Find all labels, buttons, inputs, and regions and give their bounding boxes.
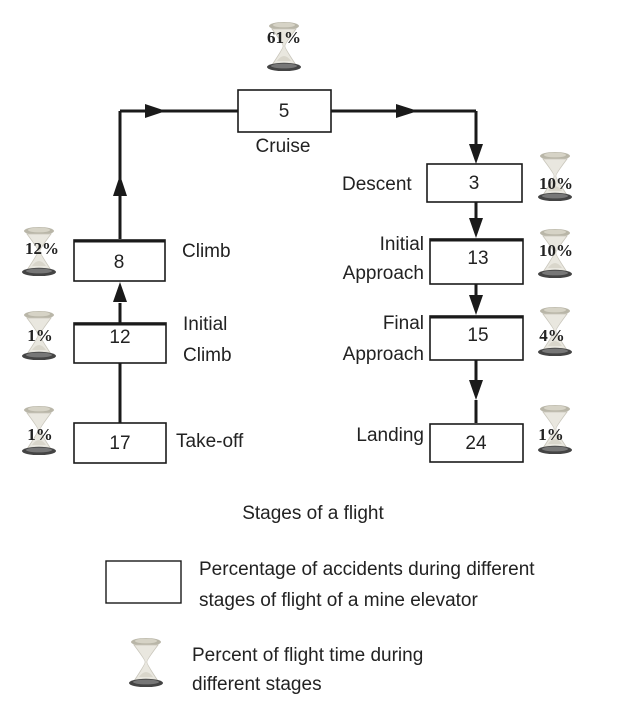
stage-label-takeoff: Take-off: [176, 431, 244, 452]
stage-box-landing: [429, 423, 524, 463]
stage-label-cruise: Cruise: [256, 136, 311, 157]
accident-value-initial-climb: 12: [109, 327, 130, 348]
hourglass-icon: [128, 637, 164, 687]
stage-box-cruise: [237, 89, 332, 133]
time-percent-cruise: 61%: [267, 28, 301, 47]
stage-box-takeoff: [73, 422, 167, 464]
stage-label-initial-approach-line2: Approach: [343, 263, 424, 284]
accident-value-climb: 8: [114, 252, 125, 273]
stage-label-landing: Landing: [356, 425, 424, 446]
stage-box-initial-approach: [429, 238, 524, 285]
time-percent-descent: 10%: [539, 174, 573, 193]
time-percent-initial-approach: 10%: [539, 241, 573, 260]
diagram-title: Stages of a flight: [242, 503, 384, 524]
accident-value-descent: 3: [469, 173, 480, 194]
stage-label-initial-climb-line2: Climb: [183, 345, 232, 366]
legend-box-line2: stages of flight of a mine elevator: [199, 590, 478, 611]
accident-value-final-approach: 15: [467, 325, 488, 346]
time-percent-takeoff: 1%: [27, 425, 53, 444]
legend-hourglass-line2: different stages: [192, 674, 322, 695]
legend-hourglass-line1: Percent of flight time during: [192, 645, 423, 666]
accident-value-landing: 24: [465, 433, 487, 454]
flow-connectors: [113, 104, 483, 423]
stage-label-initial-climb-line1: Initial: [183, 314, 227, 335]
time-percent-final-approach: 4%: [539, 326, 565, 345]
stage-label-initial-approach-line1: Initial: [380, 234, 424, 255]
stage-box-initial-climb: [73, 322, 167, 364]
time-percent-landing: 1%: [538, 425, 564, 444]
legend-box-line1: Percentage of accidents during different: [199, 559, 535, 580]
legend: Percentage of accidents during different…: [105, 559, 535, 695]
stage-label-descent: Descent: [342, 174, 412, 195]
stage-box-descent: [426, 163, 523, 203]
accident-value-cruise: 5: [279, 101, 290, 122]
stage-box-final-approach: [429, 315, 524, 361]
stage-label-climb: Climb: [182, 241, 231, 262]
stage-label-final-approach-line1: Final: [383, 313, 424, 334]
stage-label-final-approach-line2: Approach: [343, 344, 424, 365]
time-percent-initial-climb: 1%: [27, 326, 53, 345]
accident-value-initial-approach: 13: [467, 248, 488, 269]
time-percent-climb: 12%: [25, 239, 59, 258]
legend-box-swatch: [105, 560, 182, 604]
accident-value-takeoff: 17: [109, 433, 130, 454]
